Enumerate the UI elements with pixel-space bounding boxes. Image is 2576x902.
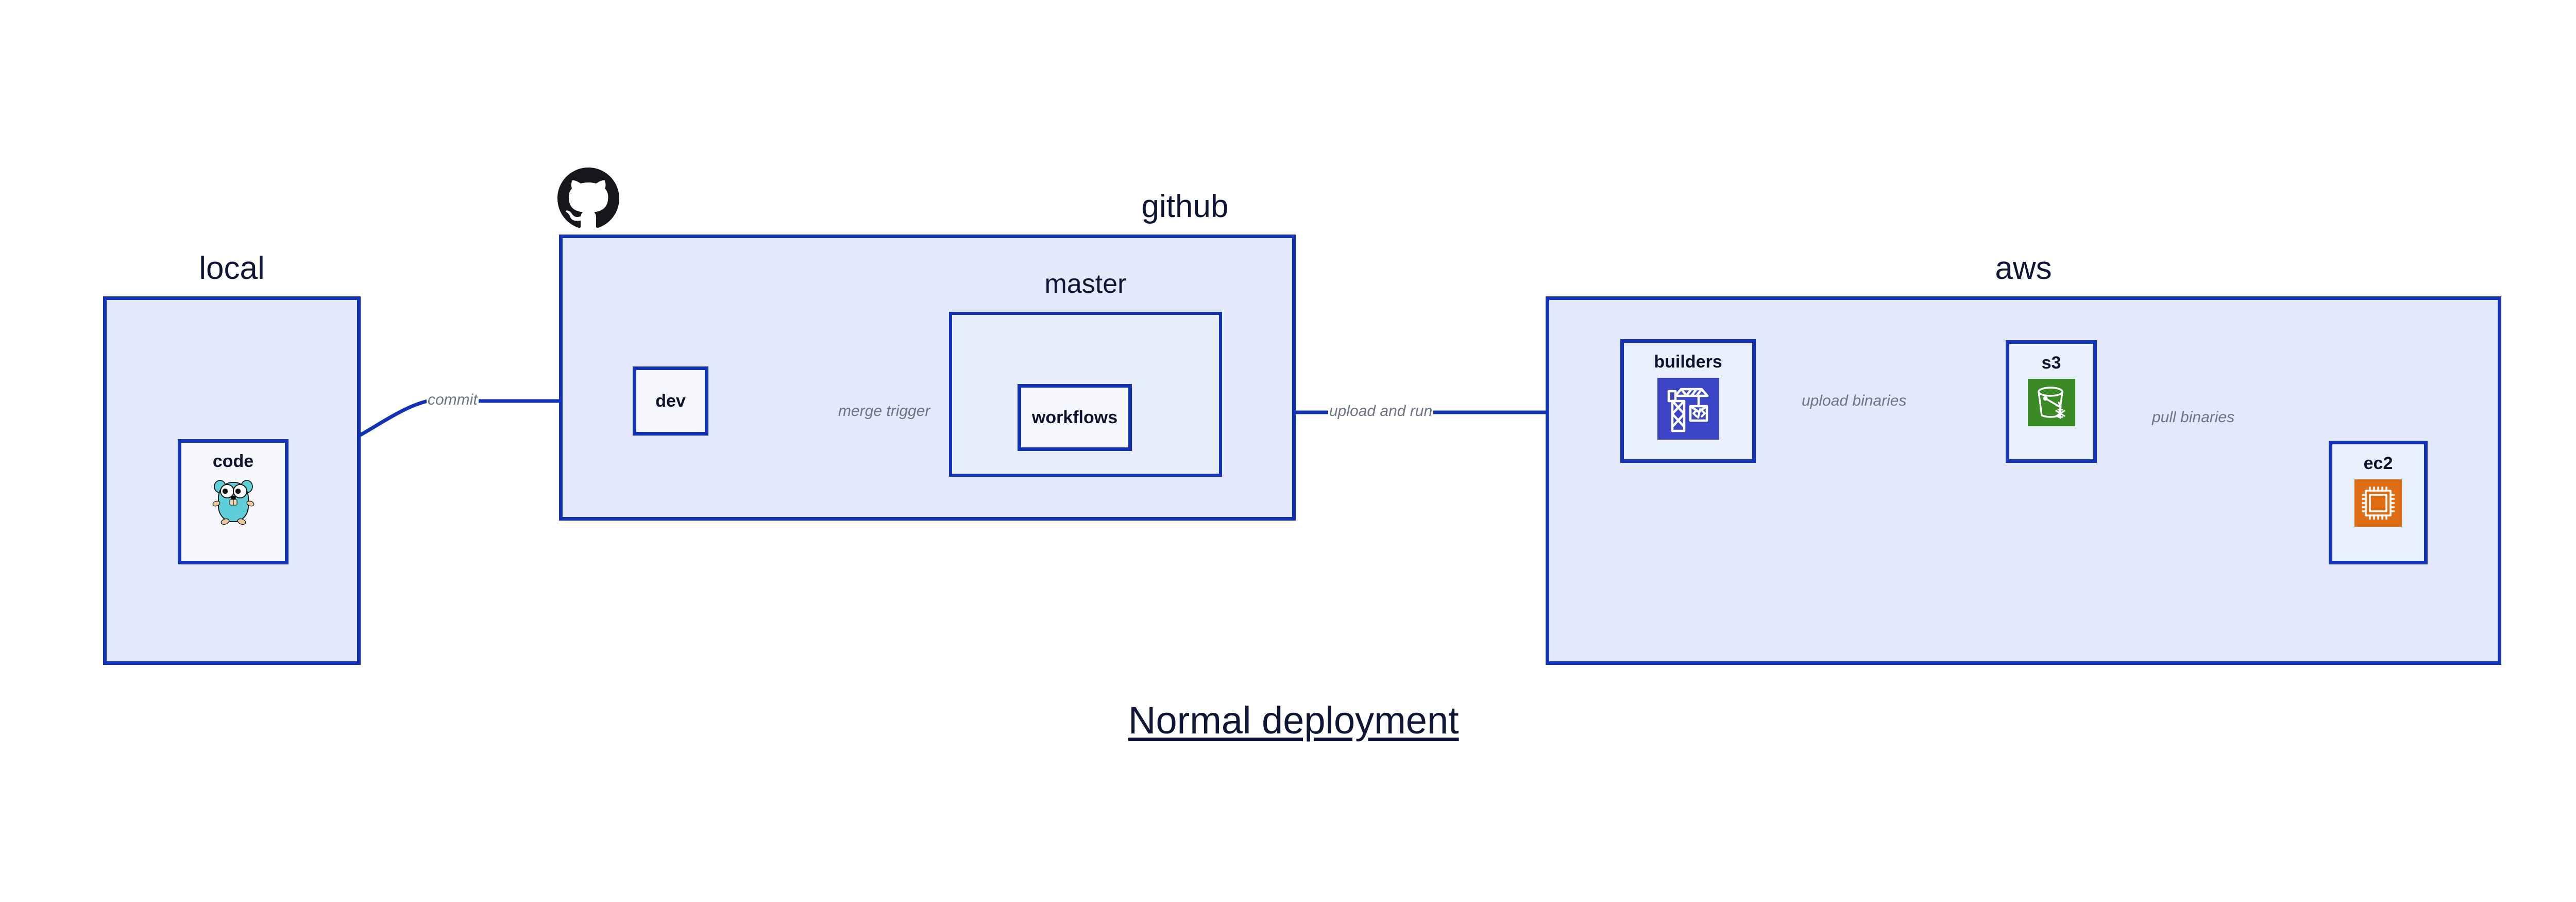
node-builders[interactable]: builders [1620,339,1756,463]
node-code[interactable]: code [178,439,289,564]
node-workflows-label: workflows [1031,408,1118,427]
go-gopher-icon [211,475,256,529]
node-ec2[interactable]: ec2 [2329,441,2428,564]
node-s3[interactable]: s3 [2006,340,2097,463]
group-title-aws: aws [1995,250,2052,286]
node-dev[interactable]: dev [633,366,708,436]
subgroup-title-master: master [1044,269,1127,299]
aws-ec2-icon [2354,479,2402,529]
edge-label-upload-and-run: upload and run [1328,403,1434,420]
edge-label-commit: commit [427,391,479,408]
node-builders-label: builders [1654,352,1722,372]
node-s3-label: s3 [2041,353,2061,373]
edge-label-pull-binaries: pull binaries [2151,409,2236,426]
diagram-caption: Normal deployment [1128,699,1459,742]
aws-s3-glacier-icon [2027,379,2075,429]
node-workflows[interactable]: workflows [1018,384,1132,451]
aws-codebuild-icon [1657,378,1719,442]
node-code-label: code [212,452,254,471]
edge-label-upload-binaries: upload binaries [1801,392,1908,409]
group-title-local: local [199,250,265,286]
group-title-github: github [1141,189,1229,224]
node-ec2-label: ec2 [2363,454,2393,473]
edge-label-merge-trigger: merge trigger [837,403,931,420]
github-mark-icon [557,168,619,229]
node-dev-label: dev [655,391,686,411]
